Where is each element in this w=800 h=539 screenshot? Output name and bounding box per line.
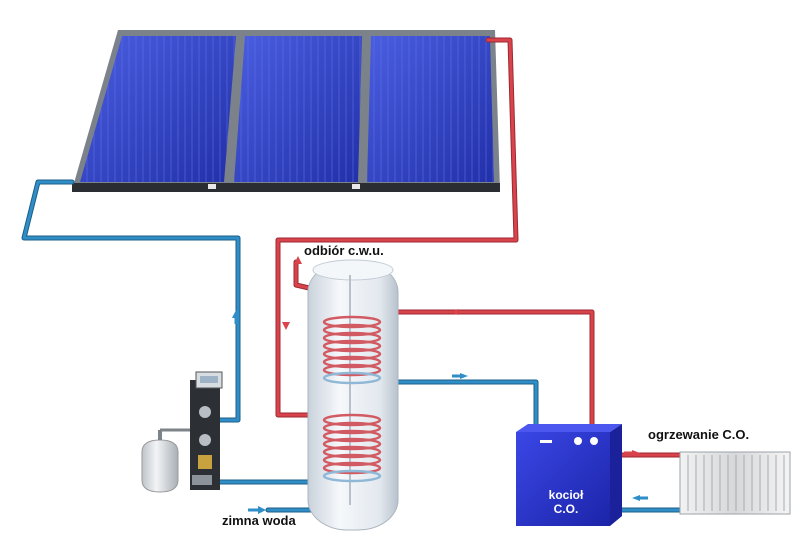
- label-boiler-line2: C.O.: [553, 502, 579, 516]
- hot-pipes: [275, 37, 683, 458]
- boiler-icon: [516, 424, 622, 526]
- expansion-vessel-icon: [141, 428, 190, 493]
- label-boiler-line1: kocioł: [548, 488, 584, 502]
- flow-arrow-icon: [232, 256, 648, 514]
- label-heating: ogrzewanie C.O.: [648, 427, 750, 442]
- radiator-icon: [679, 451, 791, 515]
- pump-station-icon: [190, 371, 223, 490]
- storage-tank-icon: [307, 259, 399, 531]
- label-hot-water-draw: odbiór c.w.u.: [304, 243, 384, 258]
- solar-panel-icon: [72, 30, 500, 192]
- label-cold-water: zimna woda: [222, 513, 296, 528]
- label-boiler: kocioł C.O.: [536, 488, 596, 516]
- coil-icon: [322, 315, 382, 483]
